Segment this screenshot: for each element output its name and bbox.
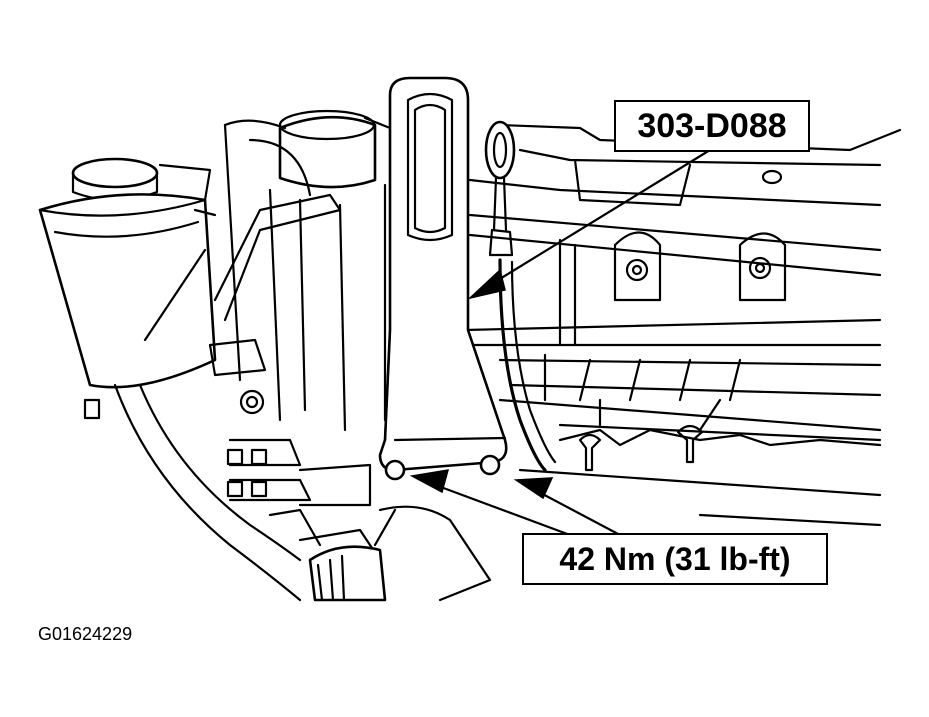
left-bracket: [208, 338, 382, 582]
torque-arrowhead-right: [513, 477, 554, 500]
figure-id: G01624229: [38, 624, 133, 644]
valve-cover: [463, 123, 902, 527]
tool-callout-label: 303-D088: [614, 100, 810, 152]
lower-hose: [113, 383, 302, 602]
callout-leaders: [409, 148, 712, 537]
torque-arrowhead-left: [409, 469, 450, 494]
filter-housing: [213, 109, 392, 432]
torque-callout-label: 42 Nm (31 lb-ft): [522, 533, 828, 585]
push-pins: [578, 424, 704, 472]
cover-bolts: [613, 231, 787, 302]
lower-elbow: [308, 505, 492, 602]
tool-arrowhead: [467, 268, 506, 300]
coolant-reservoir: [38, 157, 217, 420]
lifting-tool: [378, 76, 508, 481]
dipstick: [484, 120, 557, 472]
